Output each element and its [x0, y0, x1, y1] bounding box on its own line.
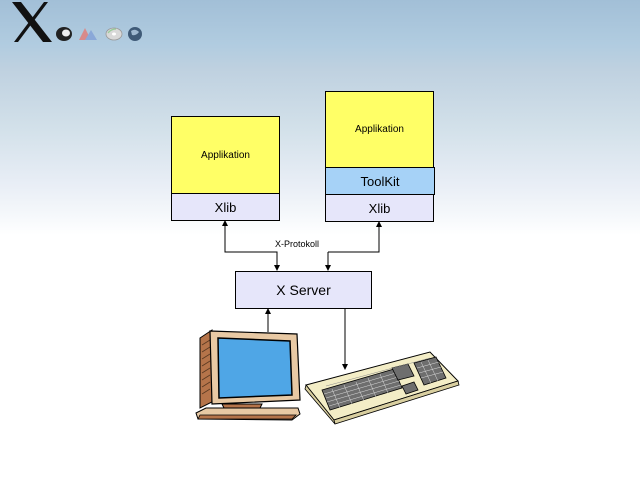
left-application-label: Applikation	[201, 149, 250, 161]
right-application-label: Applikation	[355, 124, 404, 135]
right-xlib-box: Xlib	[325, 194, 434, 222]
xserver-box: X Server	[235, 271, 372, 309]
toolkit-box: ToolKit	[325, 167, 435, 195]
xserver-label: X Server	[276, 282, 331, 298]
right-protocol-connector	[328, 221, 382, 253]
toolkit-label: ToolKit	[360, 173, 400, 189]
protocol-label: X-Protokoll	[275, 239, 320, 249]
triangle-logo-icon	[79, 28, 97, 40]
left-xlib-label: Xlib	[214, 199, 237, 215]
left-xlib-box: Xlib	[171, 193, 280, 221]
gnome-foot-icon	[56, 27, 72, 41]
x-letter-icon	[12, 2, 52, 42]
globe-icon	[128, 27, 142, 41]
cd-disc-icon	[105, 27, 123, 41]
x-logo	[10, 0, 54, 44]
right-application-box: Applikation	[325, 91, 434, 168]
right-xlib-label: Xlib	[368, 200, 391, 216]
logo-icons	[54, 24, 149, 44]
